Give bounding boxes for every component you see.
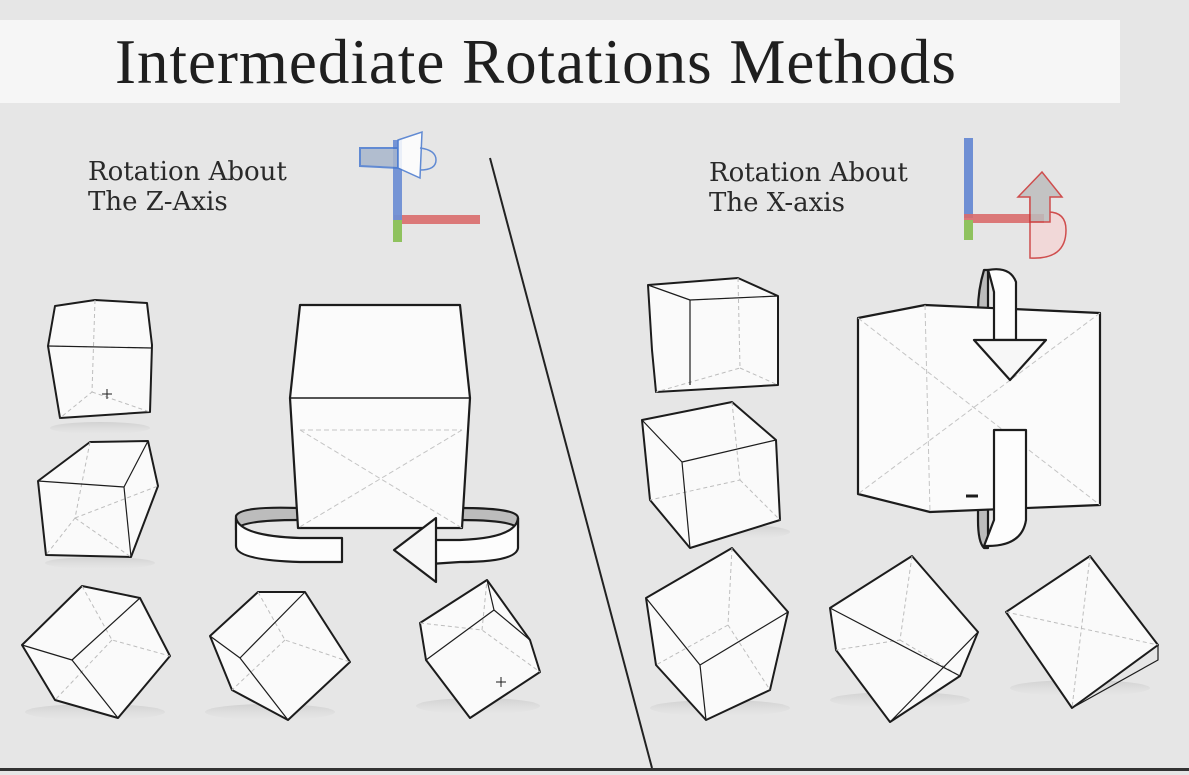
title-band <box>0 20 1120 103</box>
big-cube-z <box>234 303 520 584</box>
bottom-rule <box>0 768 1189 771</box>
cube-x-5 <box>1005 555 1159 709</box>
rotation-arrow-icon <box>359 130 437 180</box>
axis-gizmo-icon-x <box>964 138 1067 259</box>
cube-x-2 <box>641 401 790 549</box>
cube-z-3 <box>21 585 171 720</box>
axis-gizmo-icon-z <box>359 130 480 242</box>
z-axis-bar <box>964 220 973 240</box>
heading-x-axis: Rotation About The X-axis <box>709 158 908 218</box>
cube-z-2 <box>37 440 159 569</box>
z-axis-bar <box>393 220 402 242</box>
heading-z-axis: Rotation About The Z-Axis <box>88 157 287 217</box>
big-cube-x <box>856 268 1102 550</box>
cube-x-3 <box>645 547 790 721</box>
x-axis-bar <box>394 215 480 224</box>
y-axis-bar <box>393 140 402 220</box>
cube-x-4 <box>829 555 979 723</box>
cube-x-1 <box>647 277 779 393</box>
x-axis-bar <box>964 214 1044 223</box>
page-title: Intermediate Rotations Methods <box>115 27 957 97</box>
cube-z-4 <box>205 591 351 721</box>
cube-z-5 <box>416 579 541 719</box>
rotation-arrow-icon <box>1016 170 1067 259</box>
panel-divider <box>489 157 653 769</box>
y-axis-bar <box>964 138 973 218</box>
cube-z-1 <box>47 299 153 434</box>
